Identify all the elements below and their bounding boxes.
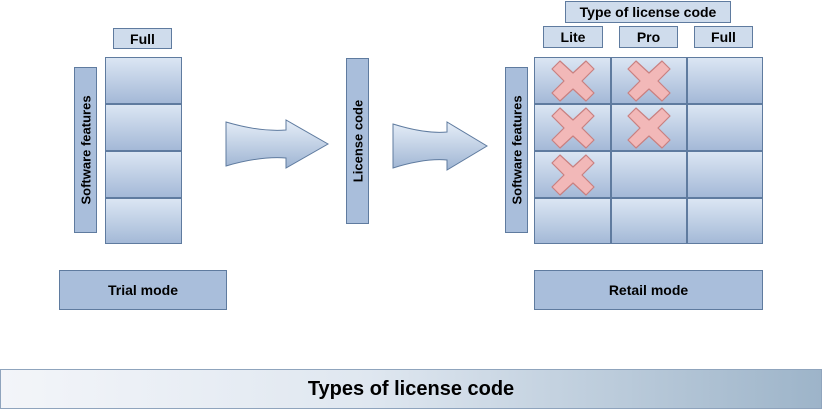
license-type-header: Type of license code — [565, 1, 731, 23]
column-header-pro: Pro — [619, 26, 678, 48]
trial-mode-label: Trial mode — [59, 270, 227, 310]
right-arrow-icon — [392, 121, 488, 171]
grid-cell-full — [687, 57, 763, 104]
grid-cell-lite — [534, 198, 611, 244]
grid-cell-full — [687, 104, 763, 151]
grid-cell-pro — [611, 151, 687, 198]
column-header-full: Full — [694, 26, 753, 48]
unavailable-cross-icon — [550, 153, 595, 196]
retail-software-features-label: Software features — [505, 67, 528, 233]
diagram-title-bar: Types of license code — [0, 369, 822, 409]
grid-cell-pro — [611, 198, 687, 244]
license-code-text: License code — [350, 99, 365, 183]
license-code-label: License code — [346, 58, 369, 224]
unavailable-cross-icon — [550, 106, 595, 149]
retail-software-features-text: Software features — [509, 95, 524, 205]
grid-cell-full — [687, 198, 763, 244]
trial-full-label: Full — [113, 28, 172, 49]
column-header-lite: Lite — [543, 26, 603, 48]
grid-cell-pro — [611, 104, 687, 151]
grid-cell-pro — [611, 57, 687, 104]
unavailable-cross-icon — [627, 106, 671, 149]
unavailable-cross-icon — [550, 59, 595, 102]
trial-software-features-text: Software features — [78, 95, 93, 205]
trial-feature-cell — [105, 151, 182, 198]
grid-cell-lite — [534, 151, 611, 198]
right-arrow-icon — [225, 119, 330, 169]
grid-cell-full — [687, 151, 763, 198]
trial-feature-column — [105, 57, 182, 244]
trial-feature-cell — [105, 104, 182, 151]
retail-mode-label: Retail mode — [534, 270, 763, 310]
trial-software-features-label: Software features — [74, 67, 97, 233]
trial-feature-cell — [105, 57, 182, 104]
diagram-title: Types of license code — [307, 377, 515, 400]
unavailable-cross-icon — [627, 59, 671, 102]
grid-cell-lite — [534, 57, 611, 104]
grid-cell-lite — [534, 104, 611, 151]
feature-license-grid — [534, 57, 763, 244]
trial-feature-cell — [105, 198, 182, 244]
